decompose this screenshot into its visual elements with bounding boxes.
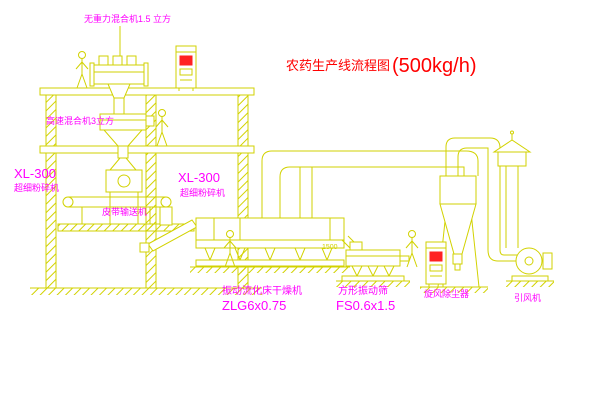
label-mill-center-model: XL-300 [178,170,220,185]
diagram-title: 农药生产线流程图 [286,58,390,73]
fluid-bed-dryer [190,217,359,273]
label-mill-center-name: 超细粉碎机 [180,187,225,198]
control-cabinet-upper [175,45,197,92]
label-sieve-model: FS0.6x1.5 [336,298,395,313]
diagram-title-capacity: (500kg/h) [392,55,477,77]
exhaust-duct [261,150,479,218]
worker-mid-floor [155,109,169,147]
cyclone-separator [420,137,501,293]
worker-top-floor [75,51,89,89]
worker-sieve [405,230,419,268]
label-dryer-name: 振动流化床干燥机 [222,284,302,297]
label-high-speed-mixer: 高速混合机3立方 [46,115,114,126]
exhaust-stack [492,130,532,248]
high-speed-mixer [99,113,155,159]
label-fan: 引风机 [514,292,541,303]
control-cabinet-lower [425,241,447,288]
dryer-feed-screw [139,206,198,253]
diagram-labels: 农药生产线流程图 (500kg/h) 无重力混合机1.5 立方 高速混合机3立方… [14,13,541,313]
label-mill-left-model: XL-300 [14,166,56,181]
label-gravity-mixer: 无重力混合机1.5 立方 [84,13,171,24]
label-dryer-model: ZLG6x0.75 [222,298,286,313]
label-mill-left-name: 超细粉碎机 [14,182,59,193]
draft-fan [487,247,554,287]
vibrating-sieve [336,241,410,287]
label-cyclone: 旋风除尘器 [424,288,469,299]
label-dimension-sieve-feed: 1500 [322,244,338,251]
label-sieve-name: 方形振动筛 [338,284,388,297]
building-frame [30,87,262,295]
gravity-mixer [89,26,149,115]
label-belt-conveyor: 皮带输送机 [102,206,147,217]
